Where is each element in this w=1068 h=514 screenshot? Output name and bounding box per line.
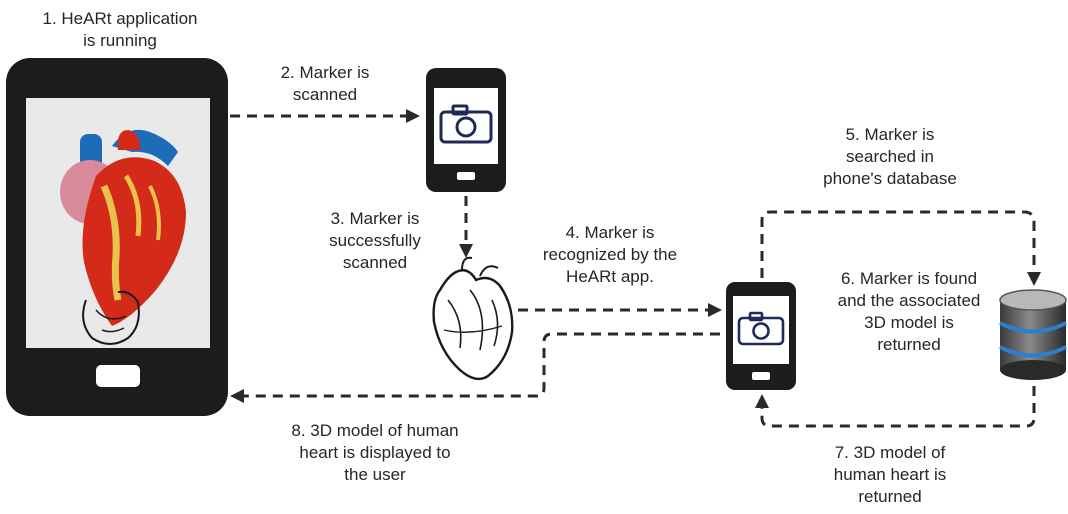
- database-icon: [999, 289, 1067, 380]
- 3d-heart-model-icon: [60, 129, 186, 345]
- camera-icon: [439, 104, 493, 144]
- arrow-search-db: [760, 210, 1041, 286]
- arrow-scanned: [459, 196, 473, 258]
- scan-phone-icon: [426, 68, 506, 192]
- step-4-label: 4. Marker is recognized by the HeARt app…: [542, 223, 678, 286]
- step-2-label: 2. Marker is scanned: [280, 63, 370, 104]
- camera-icon: [737, 311, 785, 346]
- arrow-recognized: [518, 303, 722, 317]
- arrow-scan: [230, 109, 420, 123]
- recognize-phone-icon: [726, 282, 796, 390]
- heart-sketch-icon: [432, 256, 514, 381]
- step-7-label: 7. 3D model of human heart is returned: [833, 443, 947, 506]
- arrow-display: [230, 332, 720, 403]
- step-5-label: 5. Marker is searched in phone's databas…: [823, 125, 957, 188]
- step-8-label: 8. 3D model of human heart is displayed …: [291, 421, 459, 484]
- step-6-label: 6. Marker is found and the associated 3D…: [837, 269, 981, 354]
- step-1-label: 1. HeARt application is running: [42, 9, 198, 50]
- step-3-label: 3. Marker is successfully scanned: [329, 209, 421, 272]
- arrow-model-returned: [755, 386, 1036, 428]
